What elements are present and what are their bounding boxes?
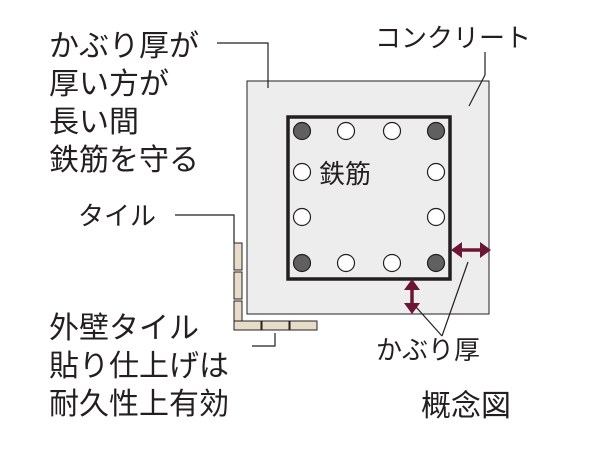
tile-label: タイル	[78, 202, 156, 232]
rebar-secondary	[292, 207, 312, 227]
exterior-tiles	[233, 242, 318, 331]
tile-vertical-1	[233, 242, 243, 271]
cover-note-leader	[217, 42, 269, 88]
rebar-main	[426, 253, 446, 273]
cover-note: かぶり厚が 厚い方が 長い間 鉄筋を守る	[49, 29, 199, 178]
tile-note: 外壁タイル 貼り仕上げは 耐久性上有効	[49, 311, 229, 422]
rebar-main	[292, 121, 312, 141]
concrete-label: コンクリート	[375, 24, 531, 54]
cover-arrow-bottom	[404, 279, 420, 314]
tile-note-line-2: 貼り仕上げは	[49, 349, 229, 384]
rebar-group	[292, 121, 446, 273]
rebar-secondary	[292, 162, 312, 182]
rebar-secondary	[382, 121, 402, 141]
concrete-leader	[468, 52, 486, 107]
rebar-main	[426, 121, 446, 141]
caption-label: 概念図	[421, 389, 511, 424]
tile-note-line-1: 外壁タイル	[49, 311, 199, 346]
rebar-main	[292, 253, 312, 273]
cover-thickness-label: かぶり厚	[376, 336, 480, 366]
tile-horizontal-3	[289, 320, 318, 331]
cover-thickness-leader-bottom	[415, 306, 443, 337]
rebar-label: 鉄筋	[319, 160, 371, 190]
tile-horizontal-2	[261, 320, 290, 331]
rebar-secondary	[426, 207, 446, 227]
cover-note-line-1: かぶり厚が	[49, 29, 199, 64]
rebar-cage	[286, 115, 452, 281]
tile-note-line-3: 耐久性上有効	[49, 387, 229, 422]
tile-horizontal-1	[233, 320, 262, 331]
cover-note-line-4: 鉄筋を守る	[49, 143, 199, 178]
tile-vertical-2	[233, 271, 243, 300]
rebar-secondary	[336, 121, 356, 141]
rebar-secondary	[426, 162, 446, 182]
cover-arrow-right	[451, 242, 491, 258]
rebar-secondary	[382, 253, 402, 273]
cover-thickness-leader-right	[441, 261, 469, 337]
cover-note-line-2: 厚い方が	[49, 67, 169, 102]
cover-note-line-3: 長い間	[49, 105, 139, 140]
tile-leader	[175, 214, 235, 243]
rebar-secondary	[336, 253, 356, 273]
tile-note-leader	[252, 333, 276, 347]
